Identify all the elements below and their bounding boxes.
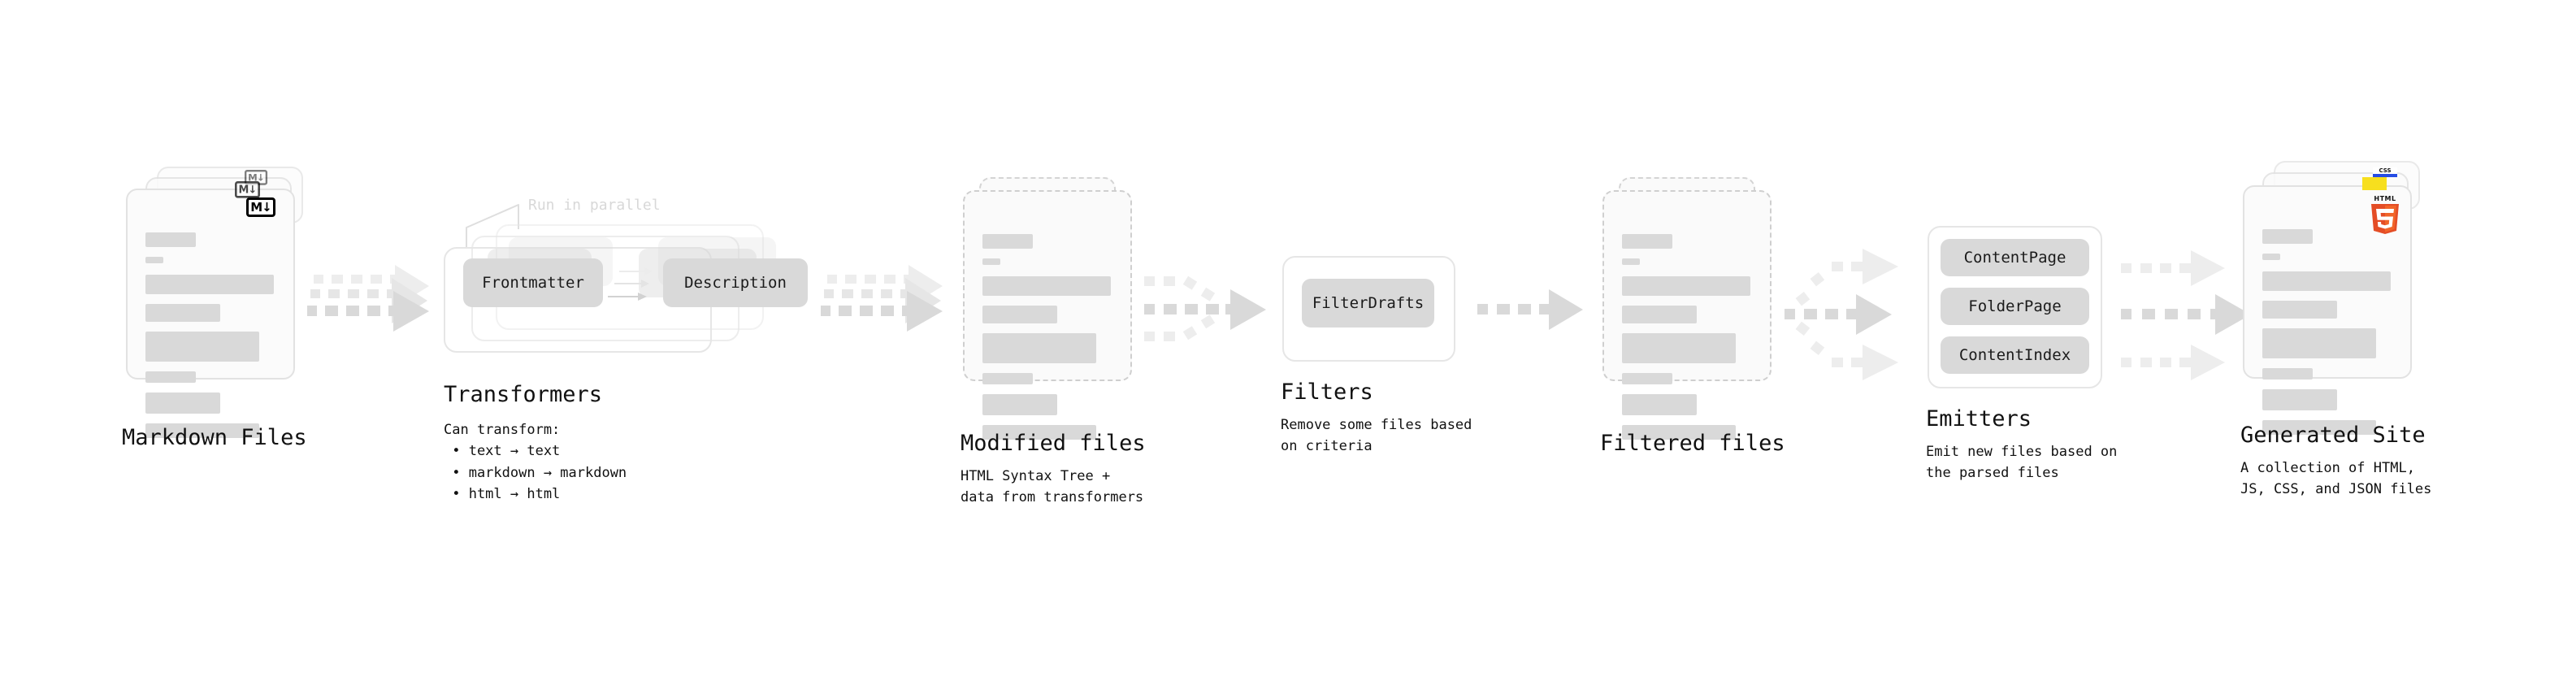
transformer-chip-description-label: Description — [684, 274, 787, 292]
connector-md-to-transformers — [307, 265, 429, 332]
markdown-doc-stack: M↓ M↓ M↓ — [126, 167, 313, 438]
js-icon — [2362, 177, 2387, 190]
emitters-chip-contentpage-label: ContentPage — [1963, 249, 2066, 267]
stage-title-generated-site: Generated Site — [2240, 423, 2426, 448]
stage-subtitle-transformers: Can transform: • text → text • markdown … — [444, 422, 627, 503]
doc-card-front — [1602, 190, 1772, 440]
stage-title-emitters: Emitters — [1926, 406, 2032, 432]
transformer-chip-description[interactable]: Description — [663, 258, 808, 307]
emitters-chip-folderpage[interactable]: FolderPage — [1941, 288, 2089, 325]
filtered-doc-stack — [1602, 177, 1777, 440]
stage-subtitle-emitters: Emit new files based on the parsed files — [1926, 444, 2118, 482]
doc-placeholder-lines — [1622, 234, 1752, 449]
connector-modified-to-filters — [1144, 275, 1266, 341]
stage-title-transformers: Transformers — [444, 382, 603, 407]
connector-transformers-to-modified — [821, 265, 943, 332]
stage-generated-site: CSS HTML Generated Site A collection of … — [2240, 161, 2431, 497]
stage-title-filtered-files: Filtered files — [1600, 431, 1785, 456]
filters-panel — [1282, 256, 1455, 362]
markdown-icon-back-1: M↓ — [235, 181, 260, 198]
stage-subtitle-filters: Remove some files based on criteria — [1281, 417, 1472, 455]
connector-emitters-to-site — [2121, 250, 2251, 380]
stage-title-modified-files: Modified files — [961, 431, 1146, 456]
generated-doc-stack: CSS HTML — [2243, 161, 2430, 435]
css-icon: CSS — [2373, 167, 2397, 177]
stage-markdown-files: M↓ M↓ M↓ Markdown Files — [122, 167, 313, 450]
doc-placeholder-lines — [982, 234, 1112, 449]
stage-title-markdown-files: Markdown Files — [122, 425, 307, 450]
stage-title-filters: Filters — [1281, 380, 1373, 405]
emitters-chip-contentpage[interactable]: ContentPage — [1941, 239, 2089, 276]
transformer-chip-frontmatter-label: Frontmatter — [482, 274, 584, 292]
filters-chip-filterdrafts[interactable]: FilterDrafts — [1302, 279, 1434, 327]
connector-filters-to-filtered — [1477, 289, 1583, 330]
transformer-chip-frontmatter[interactable]: Frontmatter — [463, 258, 603, 307]
stage-filtered-files: Filtered files — [1600, 177, 1785, 456]
run-in-parallel-bracket — [466, 204, 519, 247]
emitters-chip-contentindex-label: ContentIndex — [1958, 346, 2071, 364]
emitters-chip-folderpage-label: FolderPage — [1968, 297, 2062, 315]
doc-card-front — [963, 190, 1132, 440]
connector-filtered-to-emitters — [1785, 249, 1898, 380]
doc-card-front — [126, 189, 295, 438]
stage-subtitle-modified-files: HTML Syntax Tree + data from transformer… — [961, 468, 1144, 506]
doc-placeholder-lines — [145, 232, 275, 448]
emitters-panel — [1928, 226, 2102, 388]
svg-text:HTML: HTML — [2374, 195, 2396, 202]
doc-placeholder-lines — [2262, 229, 2392, 445]
run-in-parallel-label: Run in parallel — [528, 197, 661, 214]
stage-subtitle-generated-site: A collection of HTML, JS, CSS, and JSON … — [2240, 460, 2432, 498]
modified-doc-stack — [963, 177, 1138, 440]
transformer-inner-arrows — [608, 267, 653, 301]
filters-chip-filterdrafts-label: FilterDrafts — [1312, 294, 1425, 312]
emitters-chip-contentindex[interactable]: ContentIndex — [1941, 336, 2089, 374]
stage-modified-files: Modified files HTML Syntax Tree + data f… — [961, 177, 1146, 505]
html5-icon: HTML — [2371, 195, 2399, 234]
markdown-icon: M↓ — [246, 197, 275, 217]
